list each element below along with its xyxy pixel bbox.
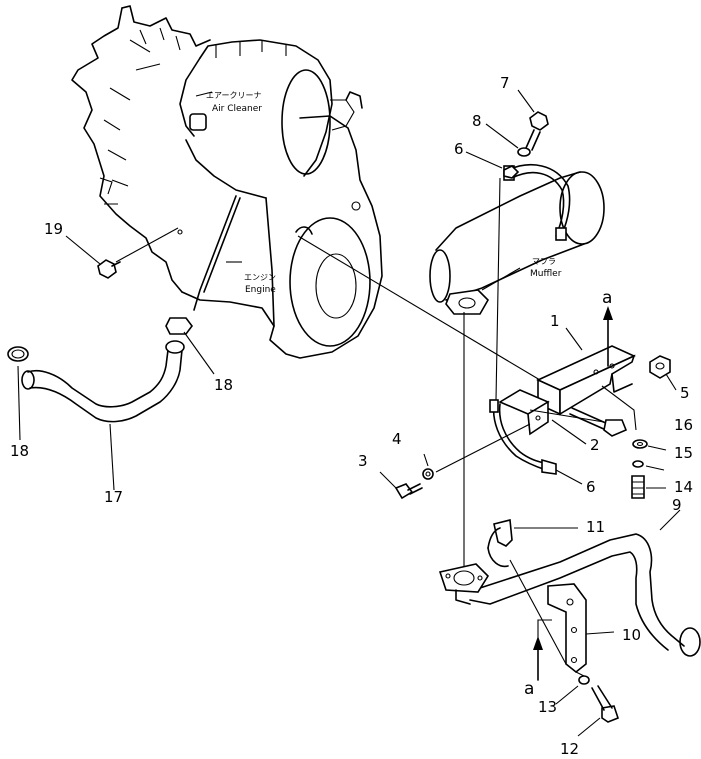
callout-11: 11 <box>586 518 605 536</box>
clamp-11 <box>487 518 513 568</box>
hose-assembly <box>7 259 193 423</box>
muffler-drawing <box>429 164 605 315</box>
engine-label-jp: エンジン <box>244 273 276 282</box>
callout-6-upper: 6 <box>454 140 464 158</box>
callout-3: 3 <box>358 452 368 470</box>
callout-17: 17 <box>104 488 123 506</box>
callout-6-lower: 6 <box>586 478 596 496</box>
callout-13: 13 <box>538 698 557 716</box>
muffler-label: Muffler <box>530 269 562 279</box>
view-arrow-letter: a <box>524 679 534 699</box>
hardware <box>394 111 671 723</box>
callout-19: 19 <box>44 220 63 238</box>
callout-7: 7 <box>500 74 510 92</box>
muffler-label-jp: マフラ <box>532 257 556 266</box>
callout-2: 2 <box>590 436 600 454</box>
air-cleaner-label: Air Cleaner <box>212 104 262 114</box>
callouts: 1 2 3 4 5 6 6 7 8 9 10 11 12 13 14 15 16… <box>10 74 693 758</box>
callout-15: 15 <box>674 444 693 462</box>
callout-14: 14 <box>674 478 693 496</box>
callout-8: 8 <box>472 112 482 130</box>
strap-6-lower <box>489 399 557 475</box>
view-arrow-a-upper: a <box>602 288 613 367</box>
callout-5: 5 <box>680 384 690 402</box>
component-labels: エアークリーナ Air Cleaner エンジン Engine マフラ Muff… <box>206 91 562 295</box>
view-arrow-a-lower: a <box>524 636 543 699</box>
leader-lines <box>17 89 681 737</box>
view-arrow-letter: a <box>602 288 612 308</box>
engine-drawing <box>71 5 383 359</box>
bracket-2 <box>498 389 550 436</box>
callout-4: 4 <box>392 430 402 448</box>
callout-1: 1 <box>550 312 560 330</box>
callout-10: 10 <box>622 626 641 644</box>
callout-18-right: 18 <box>214 376 233 394</box>
callout-18-left: 18 <box>10 442 29 460</box>
callout-16: 16 <box>674 416 693 434</box>
air-cleaner-label-jp: エアークリーナ <box>206 91 262 100</box>
callout-9: 9 <box>672 496 682 514</box>
bracket-1 <box>536 345 636 416</box>
bracket-10 <box>547 583 587 674</box>
callout-12: 12 <box>560 740 579 758</box>
exhaust-pipe-9 <box>438 533 701 657</box>
engine-label: Engine <box>245 285 276 295</box>
